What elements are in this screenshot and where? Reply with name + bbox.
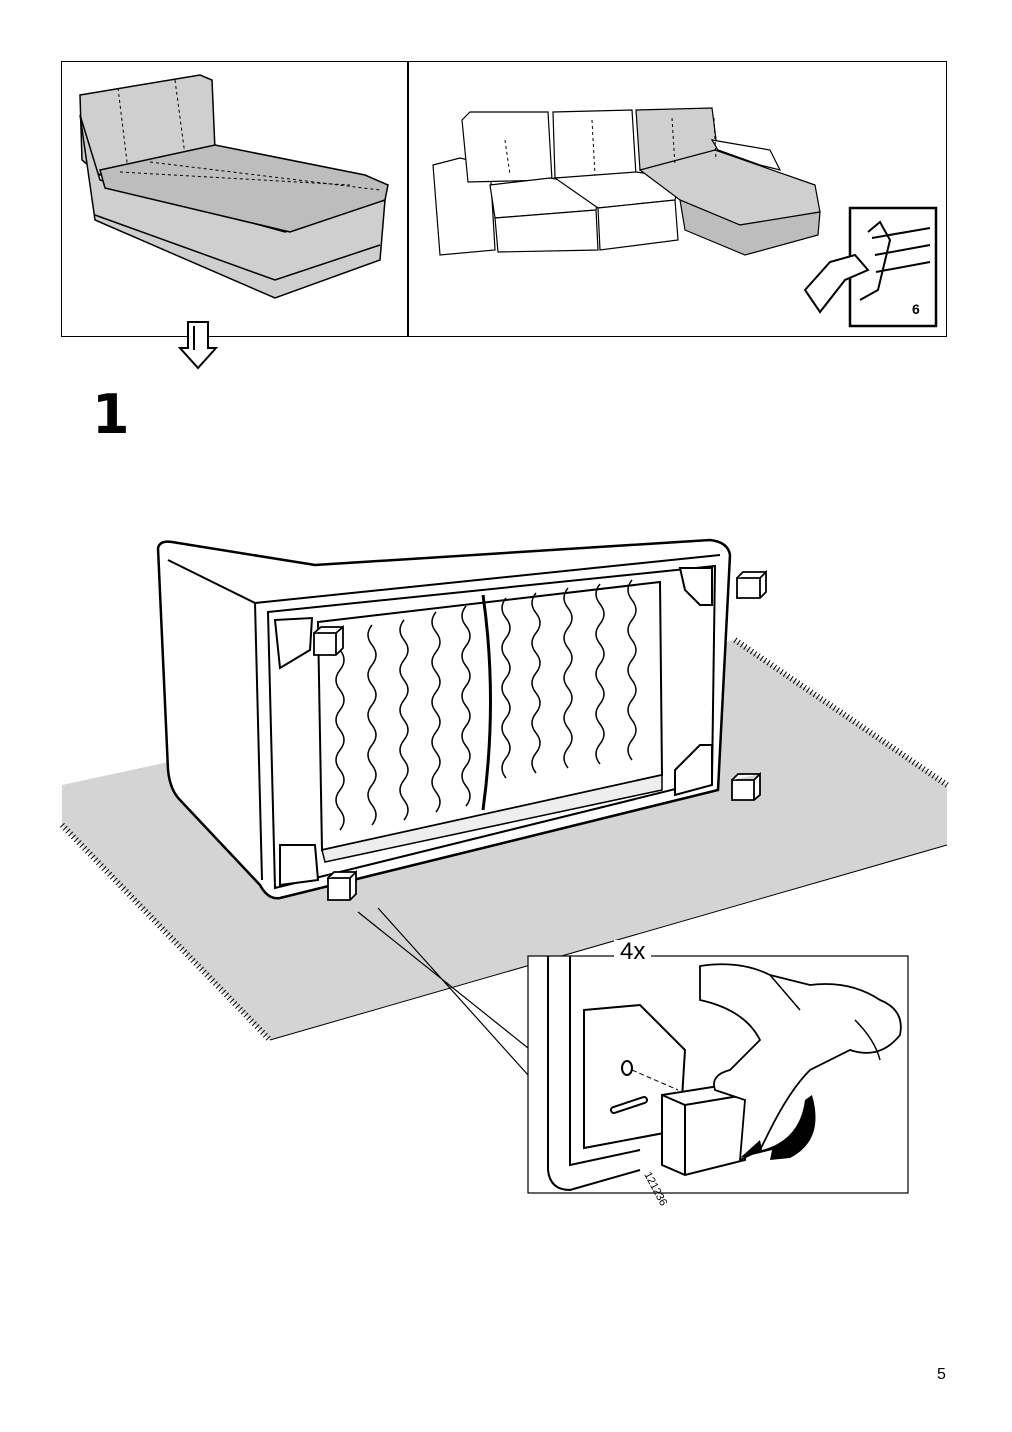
page-number: 5 [937, 1366, 946, 1383]
sofa-frame-illustration [156, 538, 732, 900]
quantity-label: 4x [614, 940, 652, 964]
sofa-illustration [432, 107, 821, 256]
foot-block-bottom-right [731, 771, 761, 801]
foot-block-top-right [736, 569, 767, 599]
booklet-reference-icon [803, 206, 938, 328]
foot-blocks [313, 569, 767, 901]
foot-block-bottom-left [327, 869, 357, 901]
step-number: 1 [92, 383, 130, 446]
foot-block-top-left [313, 625, 344, 656]
overview-panel [61, 61, 947, 337]
zoom-callout-lines [357, 907, 529, 1076]
chaise-longue-illustration [79, 74, 389, 299]
detail-inset [527, 955, 909, 1194]
booklet-page-number: 6 [912, 301, 920, 317]
panel-divider [407, 61, 409, 337]
down-arrow-icon [177, 321, 219, 370]
